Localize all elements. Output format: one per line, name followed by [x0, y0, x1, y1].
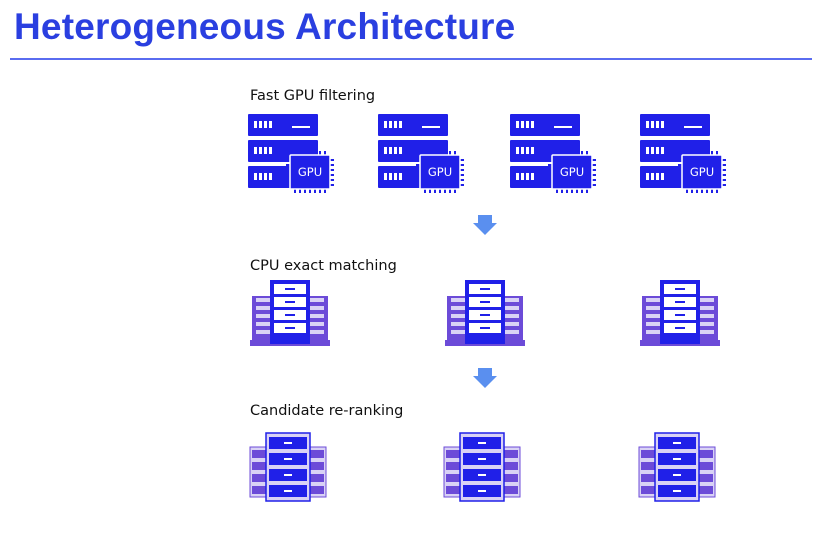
- gpu-chip-label: GPU: [298, 165, 322, 179]
- stage-label-reranking: Candidate re-ranking: [250, 403, 404, 419]
- cpu-rack-row: [250, 280, 720, 346]
- gpu-server-icon: GPU: [377, 113, 465, 194]
- cpu-server-rack-icon: [445, 280, 525, 346]
- gpu-server-icon: GPU: [247, 113, 335, 194]
- reranking-server-icon: [249, 432, 327, 502]
- gpu-chip-label: GPU: [428, 165, 452, 179]
- gpu-server-row: GPU GPU GPU GPU: [247, 113, 727, 194]
- reranking-server-row: [249, 432, 716, 502]
- gpu-chip-label: GPU: [690, 165, 714, 179]
- reranking-server-icon: [443, 432, 521, 502]
- gpu-server-icon: GPU: [509, 113, 597, 194]
- down-arrow-icon: [473, 215, 497, 235]
- cpu-server-rack-icon: [250, 280, 330, 346]
- gpu-server-icon: GPU: [639, 113, 727, 194]
- down-arrow-icon: [473, 368, 497, 388]
- cpu-server-rack-icon: [640, 280, 720, 346]
- title-underline: [10, 58, 812, 60]
- gpu-chip-label: GPU: [560, 165, 584, 179]
- reranking-server-icon: [638, 432, 716, 502]
- slide-title: Heterogeneous Architecture: [14, 6, 516, 47]
- stage-label-gpu-filtering: Fast GPU filtering: [250, 88, 376, 104]
- stage-label-cpu-matching: CPU exact matching: [250, 258, 397, 274]
